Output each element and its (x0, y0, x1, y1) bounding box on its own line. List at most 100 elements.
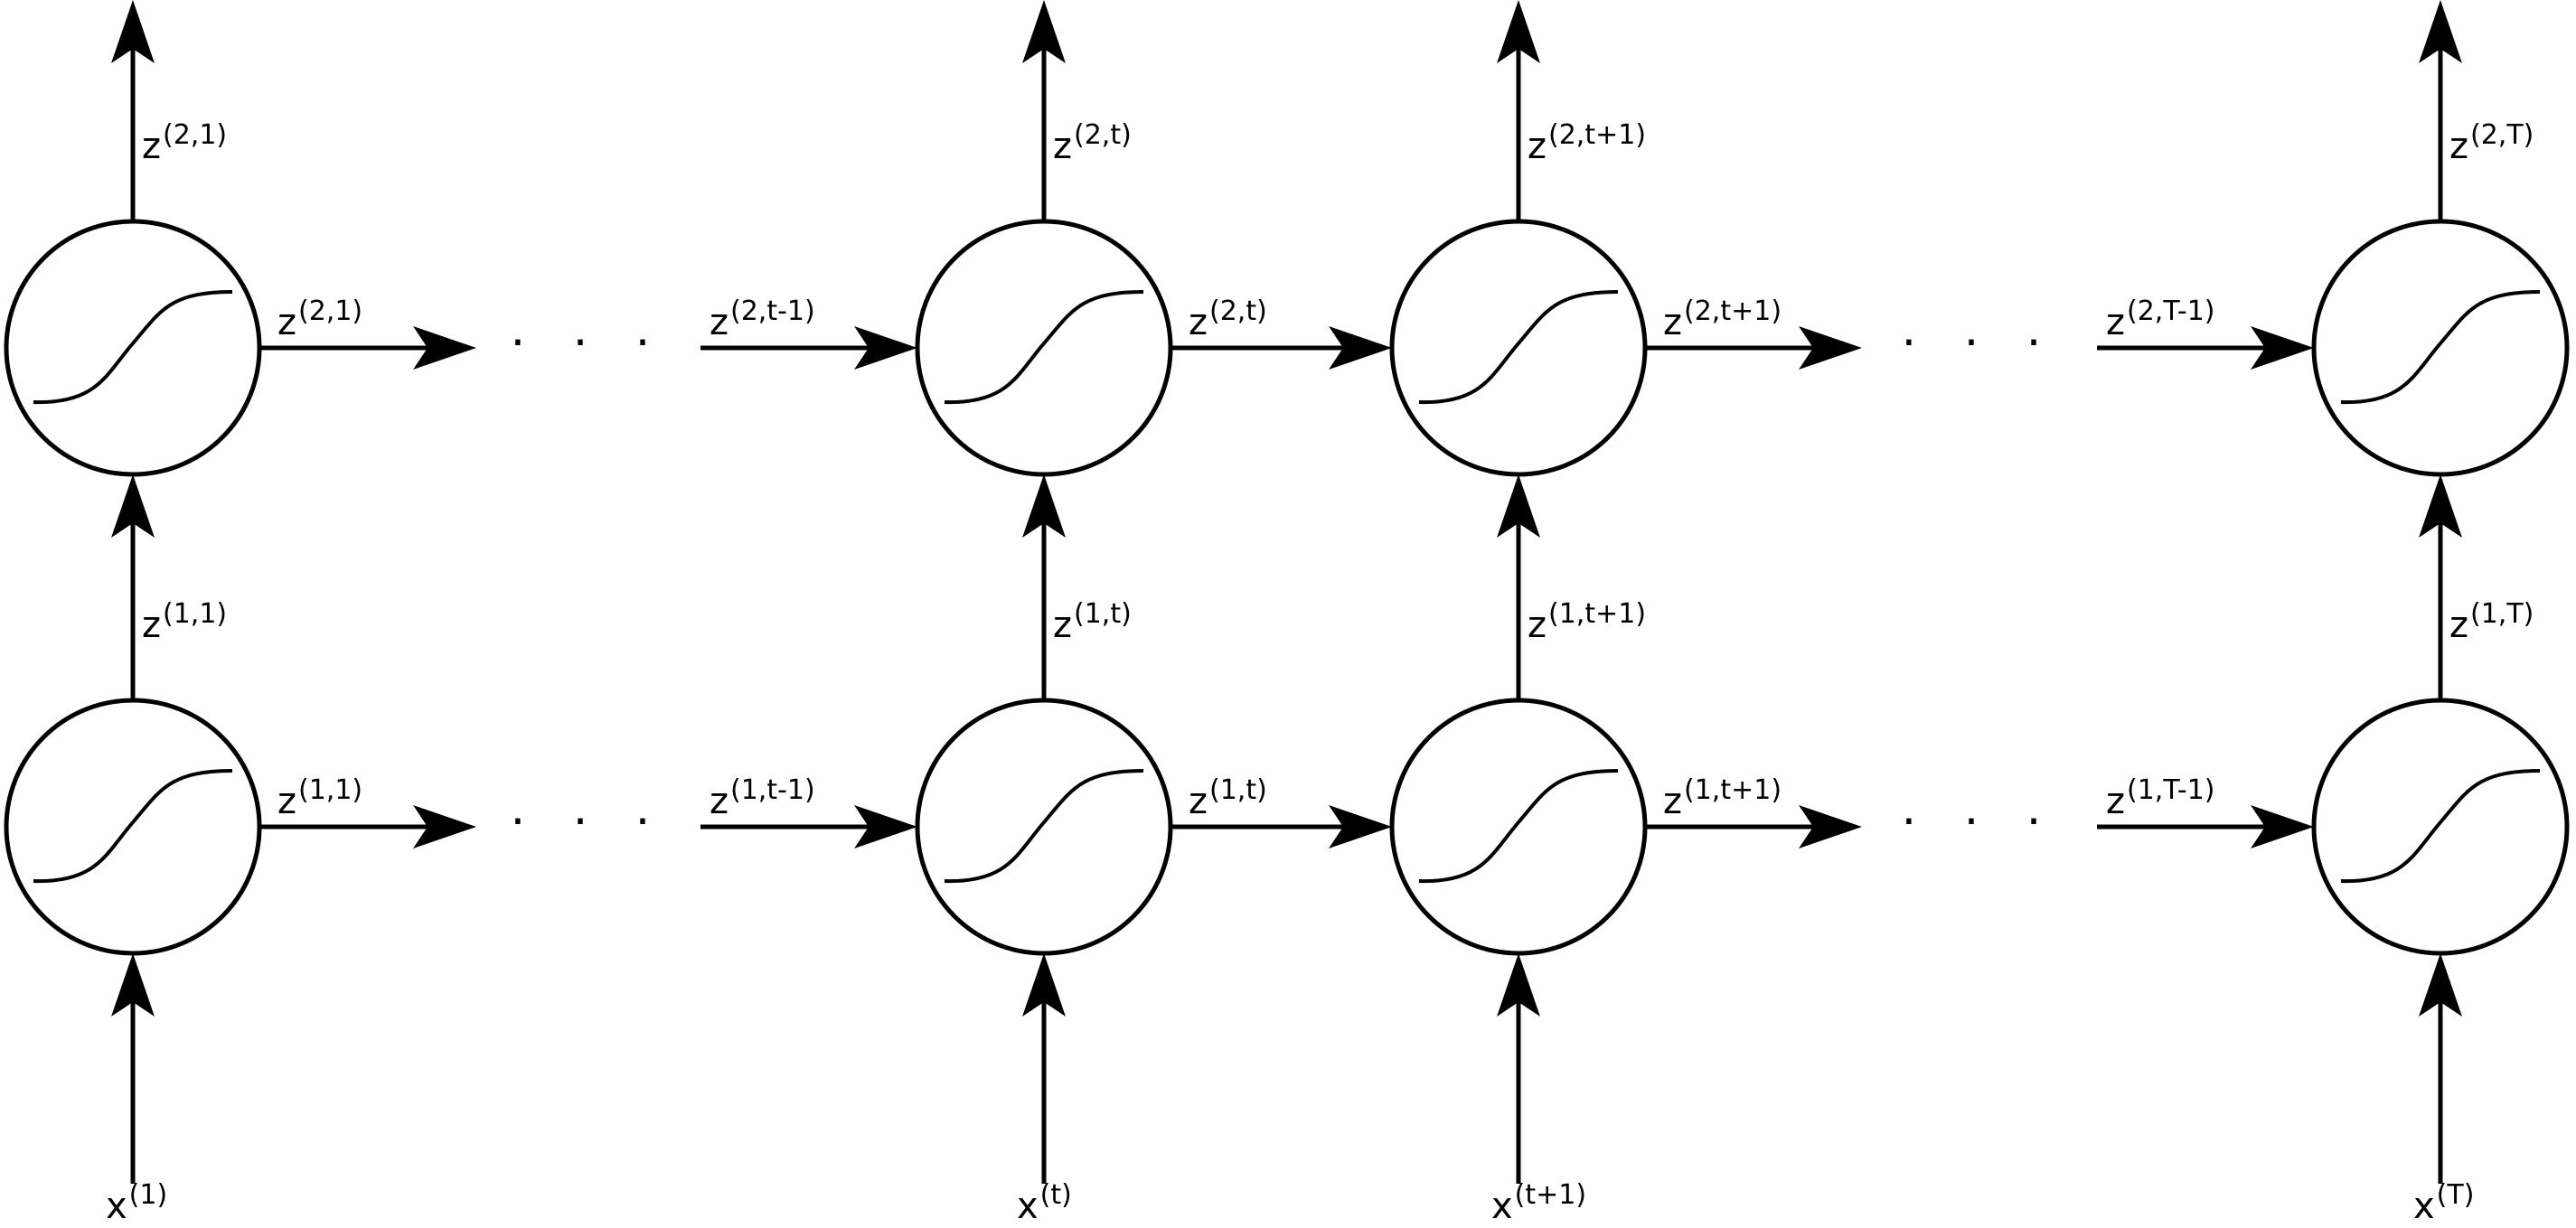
incoming-label-l2-1: z(2,t-1) (710, 295, 815, 343)
incoming-arrow-l2-1-head (854, 326, 917, 370)
rnn-node-l2-0 (4, 219, 262, 477)
ellipsis-l2-0: · · · (511, 316, 667, 370)
side-label-l2-1-base: z (1189, 302, 1208, 343)
incoming-label-l1-1-base: z (710, 781, 729, 822)
incoming-label-l1-3: z(1,T-1) (2106, 774, 2215, 822)
input-label-1: x(t) (1017, 1179, 1072, 1227)
incoming-label-l2-3: z(2,T-1) (2106, 295, 2215, 343)
side-label-l1-1: z(1,t) (1189, 774, 1267, 822)
up-label-l1-0-base: z (142, 605, 161, 646)
ellipsis-l1-0: · · · (511, 795, 667, 849)
side-label-l2-2: z(2,t+1) (1663, 295, 1782, 343)
up-label-l1-3-sup: (1,T) (2470, 598, 2534, 630)
up-arrow-l1-1-head (1022, 474, 1066, 538)
input-label-0-base: x (106, 1186, 127, 1227)
rnn-node-l1-2 (1389, 698, 1648, 956)
input-arrow-1-head (1022, 953, 1066, 1017)
right-arrow-l2-2-head (1799, 326, 1862, 370)
up-label-l2-0-sup: (2,1) (163, 119, 227, 151)
input-label-2-sup: (t+1) (1515, 1179, 1586, 1211)
sigmoid-curve-icon (1418, 290, 1619, 405)
right-arrow-l1-1-head (1329, 805, 1392, 848)
side-label-l1-1-sup: (1,t) (1209, 774, 1267, 806)
side-label-l2-2-sup: (2,t+1) (1684, 295, 1782, 327)
input-label-0-sup: (1) (129, 1179, 168, 1211)
side-label-l1-2-sup: (1,t+1) (1684, 774, 1782, 806)
side-label-l1-1-base: z (1189, 781, 1208, 822)
rnn-node-l2-1 (915, 219, 1173, 477)
side-label-l1-2: z(1,t+1) (1663, 774, 1782, 822)
input-label-1-sup: (t) (1040, 1179, 1072, 1211)
up-label-l2-3-base: z (2449, 126, 2468, 167)
side-label-l1-0-sup: (1,1) (298, 774, 362, 806)
side-label-l1-0: z(1,1) (277, 774, 362, 822)
side-label-l2-0: z(2,1) (277, 295, 362, 343)
input-label-2: x(t+1) (1491, 1179, 1586, 1227)
up-label-l2-3: z(2,T) (2449, 119, 2534, 167)
incoming-label-l2-3-sup: (2,T-1) (2127, 295, 2215, 327)
node-circle (2311, 219, 2570, 477)
incoming-arrow-l2-3-head (2251, 326, 2314, 370)
side-label-l2-1: z(2,t) (1189, 295, 1267, 343)
rnn-node-l1-1 (915, 698, 1173, 956)
up-arrow-l2-3-head (2419, 0, 2462, 63)
up-arrow-l2-1-head (1022, 0, 1066, 63)
rnn-node-l1-0 (4, 698, 262, 956)
right-arrow-l2-0-head (413, 326, 476, 370)
node-circle (1389, 698, 1648, 956)
rnn-node-l2-2 (1389, 219, 1648, 477)
incoming-label-l2-1-base: z (710, 302, 729, 343)
node-circle (915, 219, 1173, 477)
up-label-l1-0: z(1,1) (142, 598, 227, 646)
rnn-node-l2-3 (2311, 219, 2570, 477)
up-label-l1-2: z(1,t+1) (1528, 598, 1646, 646)
right-arrow-l2-1-head (1329, 326, 1392, 370)
sigmoid-curve-icon (1418, 769, 1619, 884)
ellipsis-l2-2: · · · (1902, 316, 2058, 370)
side-label-l2-0-base: z (277, 302, 296, 343)
node-circle (915, 698, 1173, 956)
up-label-l2-1-base: z (1053, 126, 1072, 167)
up-label-l2-0: z(2,1) (142, 119, 227, 167)
incoming-label-l1-3-base: z (2106, 781, 2125, 822)
sigmoid-curve-icon (944, 290, 1144, 405)
up-arrow-l2-2-head (1497, 0, 1540, 63)
side-label-l1-0-base: z (277, 781, 296, 822)
up-label-l1-1: z(1,t) (1053, 598, 1132, 646)
input-arrow-0-head (111, 953, 155, 1017)
sigmoid-curve-icon (2340, 769, 2541, 884)
input-arrow-2-head (1497, 953, 1540, 1017)
up-label-l1-0-sup: (1,1) (163, 598, 227, 630)
up-label-l2-0-base: z (142, 126, 161, 167)
right-arrow-l1-0-head (413, 805, 476, 848)
up-label-l2-2-sup: (2,t+1) (1548, 119, 1646, 151)
up-label-l1-1-sup: (1,t) (1074, 598, 1132, 630)
rnn-node-l1-3 (2311, 698, 2570, 956)
side-label-l1-2-base: z (1663, 781, 1682, 822)
incoming-label-l1-1-sup: (1,t-1) (730, 774, 815, 806)
up-label-l1-2-sup: (1,t+1) (1548, 598, 1646, 630)
input-label-2-base: x (1491, 1186, 1513, 1227)
node-circle (4, 219, 262, 477)
up-label-l1-3: z(1,T) (2449, 598, 2534, 646)
up-label-l2-3-sup: (2,T) (2470, 119, 2534, 151)
node-circle (2311, 698, 2570, 956)
input-label-3: x(T) (2413, 1179, 2474, 1227)
node-circle (4, 698, 262, 956)
ellipsis-l1-2: · · · (1902, 795, 2058, 849)
incoming-label-l1-3-sup: (1,T-1) (2127, 774, 2215, 806)
sigmoid-curve-icon (2340, 290, 2541, 405)
input-label-1-base: x (1017, 1186, 1039, 1227)
sigmoid-curve-icon (33, 769, 233, 884)
up-arrow-l2-0-head (111, 0, 155, 63)
up-label-l2-1: z(2,t) (1053, 119, 1132, 167)
up-label-l1-1-base: z (1053, 605, 1072, 646)
up-label-l2-1-sup: (2,t) (1074, 119, 1132, 151)
up-arrow-l1-3-head (2419, 474, 2462, 538)
up-label-l1-2-base: z (1528, 605, 1547, 646)
up-arrow-l1-2-head (1497, 474, 1540, 538)
up-label-l2-2: z(2,t+1) (1528, 119, 1646, 167)
sigmoid-curve-icon (33, 290, 233, 405)
up-label-l2-2-base: z (1528, 126, 1547, 167)
